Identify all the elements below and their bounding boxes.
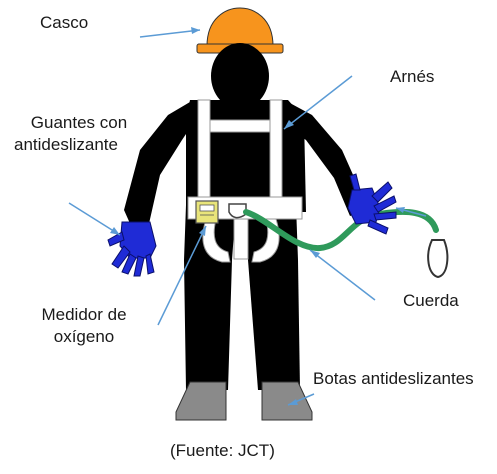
- head: [211, 43, 269, 109]
- label-guantes-line1: Guantes con: [30, 113, 128, 132]
- left-boot: [175, 381, 227, 421]
- label-guantes: Guantes con antideslizante: [4, 112, 154, 156]
- label-medidor-line2: oxígeno: [53, 327, 115, 346]
- arrowhead-arnes: [284, 120, 294, 129]
- leader-cuerda: [309, 249, 376, 301]
- label-cuerda: Cuerda: [403, 291, 459, 310]
- arrowhead-casco: [191, 27, 200, 34]
- label-botas: Botas antideslizantes: [313, 369, 474, 388]
- leader-lines: [68, 29, 427, 406]
- leader-arnes: [283, 75, 353, 130]
- leader-arrowheads: [110, 27, 405, 405]
- rope-hook: [427, 239, 449, 279]
- figure-caption: (Fuente: JCT): [170, 441, 275, 460]
- oxygen-meter: [195, 200, 219, 224]
- arrowhead-botas: [288, 399, 298, 405]
- arrowhead-guantes: [110, 227, 120, 235]
- right-glove: [347, 173, 397, 235]
- harness-leg-loop-left: [202, 218, 231, 263]
- label-casco: Casco: [40, 13, 89, 32]
- right-boot: [261, 381, 313, 421]
- leader-casco: [139, 29, 201, 38]
- harness-left-strap: [197, 99, 211, 201]
- label-medidor: Medidor de oxígeno: [28, 304, 140, 348]
- arrowhead-guantes-right: [396, 207, 405, 213]
- left-arm: [124, 102, 190, 228]
- leader-medidor: [157, 225, 207, 326]
- arrowhead-cuerda: [310, 250, 320, 258]
- label-arnes: Arnés: [390, 67, 435, 86]
- right-arm: [288, 102, 366, 216]
- harness-right-strap: [269, 99, 283, 201]
- harness-crotch-strap: [233, 218, 249, 260]
- label-medidor-line1: Medidor de: [41, 305, 127, 324]
- leader-guantes: [68, 202, 121, 236]
- harness-chest-strap: [209, 119, 271, 133]
- helmet-dome: [206, 7, 274, 47]
- label-guantes-line2: antideslizante: [14, 135, 118, 154]
- left-glove: [107, 221, 157, 277]
- arrowhead-medidor: [199, 226, 206, 236]
